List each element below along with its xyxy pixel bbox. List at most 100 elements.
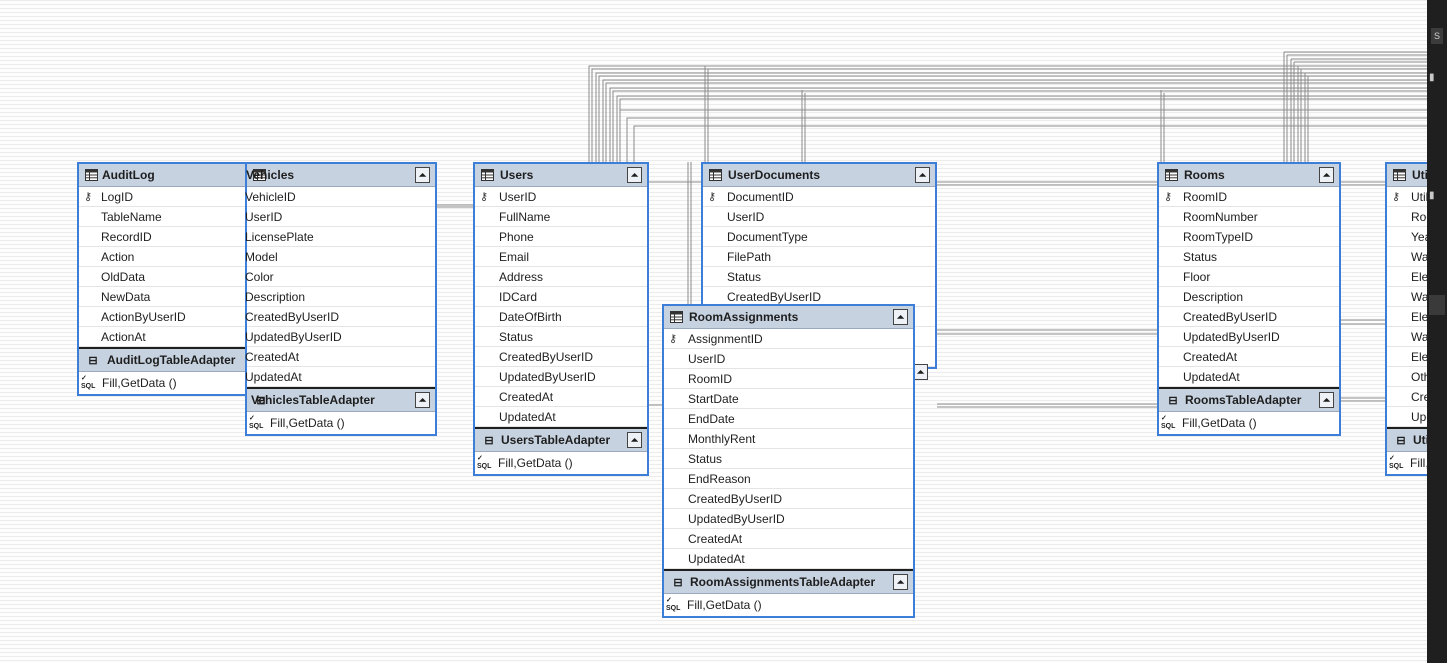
column-row[interactable]: CreatedAt (664, 529, 913, 549)
collapse-chevron-icon[interactable]: ⏶ (627, 432, 642, 448)
column-row[interactable]: EndDate (664, 409, 913, 429)
column-row[interactable]: Wa (1387, 247, 1427, 267)
adapter-header[interactable]: ⊟AuditLogTableAdapter⏶ (79, 349, 272, 372)
adapter-header[interactable]: ⊟RoomsTableAdapter⏶ (1159, 389, 1339, 412)
column-row[interactable]: CreatedByUserID (475, 347, 647, 367)
column-row[interactable]: Elec (1387, 267, 1427, 287)
column-row[interactable]: CreatedByUserID (664, 489, 913, 509)
column-row[interactable]: Address (475, 267, 647, 287)
relation-line[interactable] (609, 87, 1427, 162)
collapse-chevron-icon[interactable]: ⏶ (1319, 167, 1334, 183)
column-row[interactable]: CreatedAt (1159, 347, 1339, 367)
collapse-chevron-icon[interactable]: ⏶ (893, 309, 908, 325)
relation-line[interactable] (612, 90, 1427, 162)
adapter-header[interactable]: ⊟UsersTableAdapter⏶ (475, 429, 647, 452)
column-row[interactable]: Phone (475, 227, 647, 247)
relation-line[interactable] (619, 109, 1427, 162)
column-row[interactable]: FullName (475, 207, 647, 227)
column-row[interactable]: Description (1159, 287, 1339, 307)
relation-line[interactable] (616, 95, 1427, 162)
column-row[interactable]: RecordID (79, 227, 272, 247)
column-row[interactable]: RoomID (664, 369, 913, 389)
table-header[interactable]: Uti⏶ (1387, 164, 1427, 187)
column-row[interactable]: CreatedAt (475, 387, 647, 407)
column-row[interactable]: Floor (1159, 267, 1339, 287)
relation-line[interactable] (595, 72, 1427, 162)
table-header[interactable]: RoomAssignments⏶ (664, 306, 913, 329)
column-row[interactable]: UserID (245, 207, 435, 227)
relation-line[interactable] (626, 117, 1427, 162)
side-panel-tab[interactable]: S (1431, 28, 1443, 44)
column-row[interactable]: Color (245, 267, 435, 287)
column-row[interactable]: StartDate (664, 389, 913, 409)
relation-line[interactable] (591, 68, 1427, 162)
relation-line[interactable] (598, 75, 1427, 162)
column-row[interactable]: FilePath (703, 247, 935, 267)
column-row[interactable]: UpdatedByUserID (664, 509, 913, 529)
collapse-chevron-icon[interactable]: ⏶ (415, 167, 430, 183)
column-row[interactable]: Upd (1387, 407, 1427, 427)
column-row[interactable]: RoomNumber (1159, 207, 1339, 227)
relation-line[interactable] (633, 125, 1427, 162)
column-row[interactable]: ⚷LogID (79, 187, 272, 207)
relation-line[interactable] (619, 98, 1427, 162)
column-row[interactable]: CreatedByUserID (1159, 307, 1339, 327)
column-row[interactable]: IDCard (475, 287, 647, 307)
column-row[interactable]: Elec (1387, 307, 1427, 327)
column-row[interactable]: UpdatedAt (664, 549, 913, 569)
datatable-auditlog[interactable]: AuditLog⏶⚷LogIDTableNameRecordIDActionOl… (77, 162, 274, 396)
datatable-utilities[interactable]: Uti⏶⚷UtiliRooYeaWaElecWaElecWaElecOthCre… (1385, 162, 1427, 476)
column-row[interactable]: DateOfBirth (475, 307, 647, 327)
column-row[interactable]: RoomTypeID (1159, 227, 1339, 247)
column-row[interactable]: Yea (1387, 227, 1427, 247)
table-header[interactable]: Rooms⏶ (1159, 164, 1339, 187)
column-row[interactable]: ⚷UserID (475, 187, 647, 207)
column-row[interactable]: Action (79, 247, 272, 267)
column-row[interactable]: Wa (1387, 327, 1427, 347)
relation-line[interactable] (602, 79, 1427, 162)
column-row[interactable]: LicensePlate (245, 227, 435, 247)
column-row[interactable]: Elec (1387, 347, 1427, 367)
column-row[interactable]: ⚷Utili (1387, 187, 1427, 207)
column-row[interactable]: Status (475, 327, 647, 347)
adapter-header[interactable]: ⊟Uti⏶ (1387, 429, 1427, 452)
column-row[interactable]: UpdatedByUserID (475, 367, 647, 387)
adapter-header[interactable]: ⊟VehiclesTableAdapter⏶ (247, 389, 435, 412)
column-row[interactable]: UpdatedByUserID (245, 327, 435, 347)
table-header[interactable]: Users⏶ (475, 164, 647, 187)
column-row[interactable]: Status (1159, 247, 1339, 267)
column-row[interactable]: UserID (703, 207, 935, 227)
column-row[interactable]: ⚷DocumentID (703, 187, 935, 207)
column-row[interactable]: CreatedAt (245, 347, 435, 367)
relation-line[interactable] (588, 65, 1427, 162)
table-header[interactable]: UserDocuments⏶ (703, 164, 935, 187)
column-row[interactable]: Wa (1387, 287, 1427, 307)
collapse-chevron-icon[interactable]: ⏶ (1319, 392, 1334, 408)
relation-line[interactable] (605, 82, 1427, 162)
column-row[interactable]: UserID (664, 349, 913, 369)
table-header[interactable]: Vehicles⏶ (246, 164, 435, 187)
column-row[interactable]: CreatedByUserID (245, 307, 435, 327)
column-row[interactable]: Cre (1387, 387, 1427, 407)
collapse-chevron-icon[interactable]: ⏶ (893, 574, 908, 590)
column-row[interactable]: VehicleID (245, 187, 435, 207)
column-row[interactable]: ⚷AssignmentID (664, 329, 913, 349)
column-row[interactable]: Roo (1387, 207, 1427, 227)
column-row[interactable]: ⚷RoomID (1159, 187, 1339, 207)
column-row[interactable]: DocumentType (703, 227, 935, 247)
adapter-header[interactable]: ⊟RoomAssignmentsTableAdapter⏶ (664, 571, 913, 594)
column-row[interactable]: MonthlyRent (664, 429, 913, 449)
collapse-chevron-icon[interactable]: ⏶ (915, 167, 930, 183)
column-row[interactable]: UpdatedAt (1159, 367, 1339, 387)
collapse-chevron-icon[interactable]: ⏶ (415, 392, 430, 408)
column-row[interactable]: OldData (79, 267, 272, 287)
column-row[interactable]: Email (475, 247, 647, 267)
column-row[interactable]: Status (703, 267, 935, 287)
column-row[interactable]: UpdatedAt (245, 367, 435, 387)
